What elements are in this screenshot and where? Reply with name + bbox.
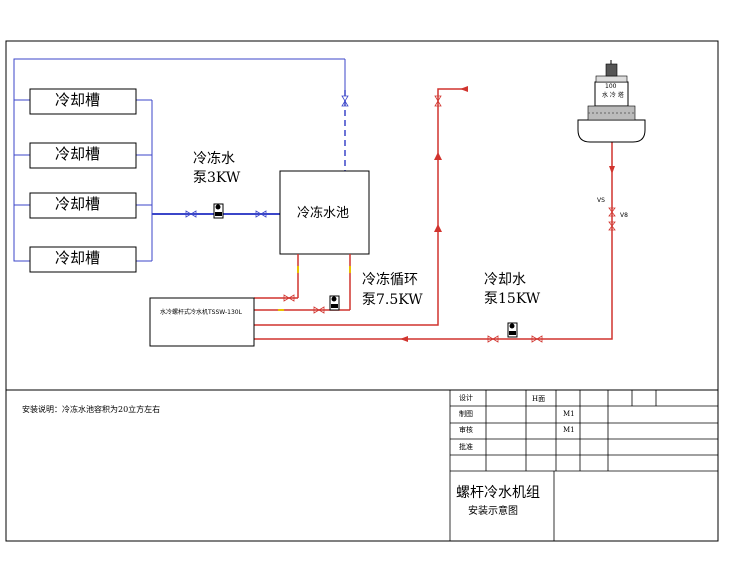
chilled-pump-label-line2: 泵3KW — [193, 170, 241, 186]
cooling-water-pump — [487, 322, 543, 343]
title-block — [449, 390, 718, 541]
chilled-water-pool — [279, 170, 370, 255]
row-review-col4: M1 — [563, 426, 575, 434]
cooling-tank-label-2: 冷却槽 — [55, 145, 101, 163]
drawing-frame — [5, 40, 719, 542]
cooling-tank-label-3: 冷却槽 — [55, 195, 101, 213]
pool-label: 冷冻水池 — [297, 206, 350, 221]
cooling-tank-2 — [29, 142, 137, 169]
circulation-pump-label-line1: 冷冻循环 — [362, 272, 418, 288]
cooling-tanks — [29, 88, 137, 273]
row-drawing-col4: M1 — [563, 410, 575, 418]
row-label-design: 设计 — [459, 394, 473, 402]
valves-red — [434, 95, 616, 231]
cooling-tower-icon — [577, 60, 646, 143]
row-label-drawing: 制图 — [459, 410, 473, 418]
cooling-tank-label-1: 冷却槽 — [55, 91, 101, 109]
cooling-tank-label-4: 冷却槽 — [55, 249, 101, 267]
flow-arrows — [400, 86, 615, 342]
row-label-review: 审核 — [459, 426, 473, 434]
chilled-water-pump — [185, 203, 267, 219]
row-design-col3: H面 — [532, 395, 546, 403]
tower-label-top: 100 — [605, 83, 617, 90]
cooling-pump-label-line1: 冷却水 — [484, 272, 526, 288]
row-label-approve: 批准 — [459, 443, 473, 451]
valve-label-vs: VS — [597, 197, 605, 204]
drawing-subtitle: 安装示意图 — [468, 506, 518, 517]
chilled-pump-label-line1: 冷冻水 — [193, 151, 235, 167]
cooling-pump-label-line2: 泵15KW — [484, 291, 541, 307]
installation-note: 安装说明：冷冻水池容积为20立方左右 — [22, 405, 161, 414]
yellow-marks — [278, 266, 351, 311]
tower-label-mid: 水 冷 塔 — [602, 92, 624, 99]
valve-label-v8: V8 — [620, 212, 628, 219]
cooling-tank-1 — [29, 88, 137, 115]
circulation-pump-label-line2: 泵7.5KW — [362, 292, 423, 308]
drawing-title: 螺杆冷水机组 — [456, 485, 540, 501]
circulation-pump — [283, 294, 340, 314]
valve-return — [341, 95, 349, 107]
cooling-tank-3 — [29, 192, 137, 219]
cooling-tank-4 — [29, 246, 137, 273]
chiller-label: 水冷螺杆式冷水机TSSW-130L — [160, 309, 242, 316]
chiller-unit — [149, 297, 255, 347]
